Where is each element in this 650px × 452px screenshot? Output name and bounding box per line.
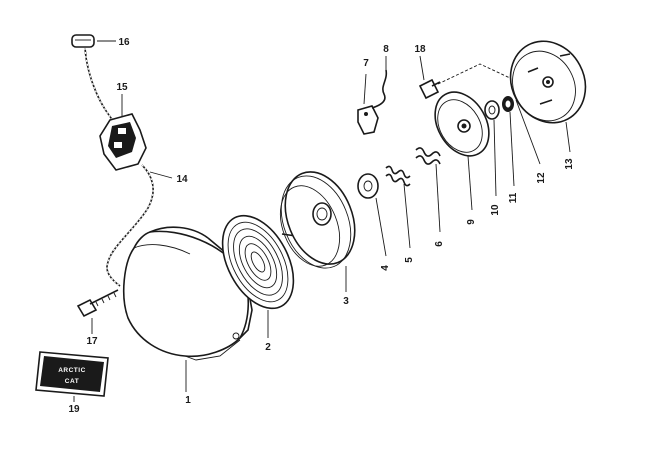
part-9-pawl-plate xyxy=(434,91,490,157)
callout-16: 16 xyxy=(118,37,130,48)
callout-3: 3 xyxy=(343,296,349,307)
part-14-starter-rope xyxy=(84,47,154,287)
callout-5: 5 xyxy=(404,257,415,263)
callout-14: 14 xyxy=(176,174,188,185)
part-11-nut xyxy=(502,96,514,112)
callout-9: 9 xyxy=(466,219,477,225)
part-18-screw xyxy=(418,78,441,100)
callout-15: 15 xyxy=(116,82,128,93)
decal-line1: ARCTIC xyxy=(58,367,86,374)
callout-10: 10 xyxy=(490,204,501,216)
part-16-starter-handle xyxy=(71,34,95,48)
part-1-starter-housing xyxy=(122,226,253,361)
part-17-bolt xyxy=(76,289,119,318)
callout-11: 11 xyxy=(508,192,519,203)
callout-4: 4 xyxy=(380,265,391,271)
callout-labels: 1 2 3 4 5 6 7 8 9 10 11 12 13 14 15 16 1… xyxy=(68,37,575,415)
part-5-friction-spring xyxy=(385,165,411,187)
callout-6: 6 xyxy=(434,241,445,247)
part-15-rope-connector xyxy=(99,113,147,171)
part-3-rope-pulley xyxy=(279,171,356,269)
part-7-pawl xyxy=(357,105,379,135)
callout-8: 8 xyxy=(383,44,389,55)
callout-7: 7 xyxy=(363,58,369,69)
part-19-decal: ARCTIC CAT xyxy=(35,351,109,397)
part-10-washer xyxy=(484,100,500,120)
part-4-washer xyxy=(357,173,379,199)
callout-2: 2 xyxy=(265,342,271,353)
part-2-recoil-spring xyxy=(221,214,297,310)
part-8-pawl-spring xyxy=(371,69,388,109)
part-13-starter-cup xyxy=(509,40,587,124)
callout-17: 17 xyxy=(86,336,98,347)
callout-19: 19 xyxy=(68,404,80,415)
part-6-spring xyxy=(415,147,441,165)
callout-13: 13 xyxy=(564,158,575,170)
callout-12: 12 xyxy=(536,172,547,184)
callout-18: 18 xyxy=(414,44,426,55)
leader-lines xyxy=(73,40,571,402)
decal-line2: CAT xyxy=(65,378,79,385)
callout-1: 1 xyxy=(185,395,191,406)
